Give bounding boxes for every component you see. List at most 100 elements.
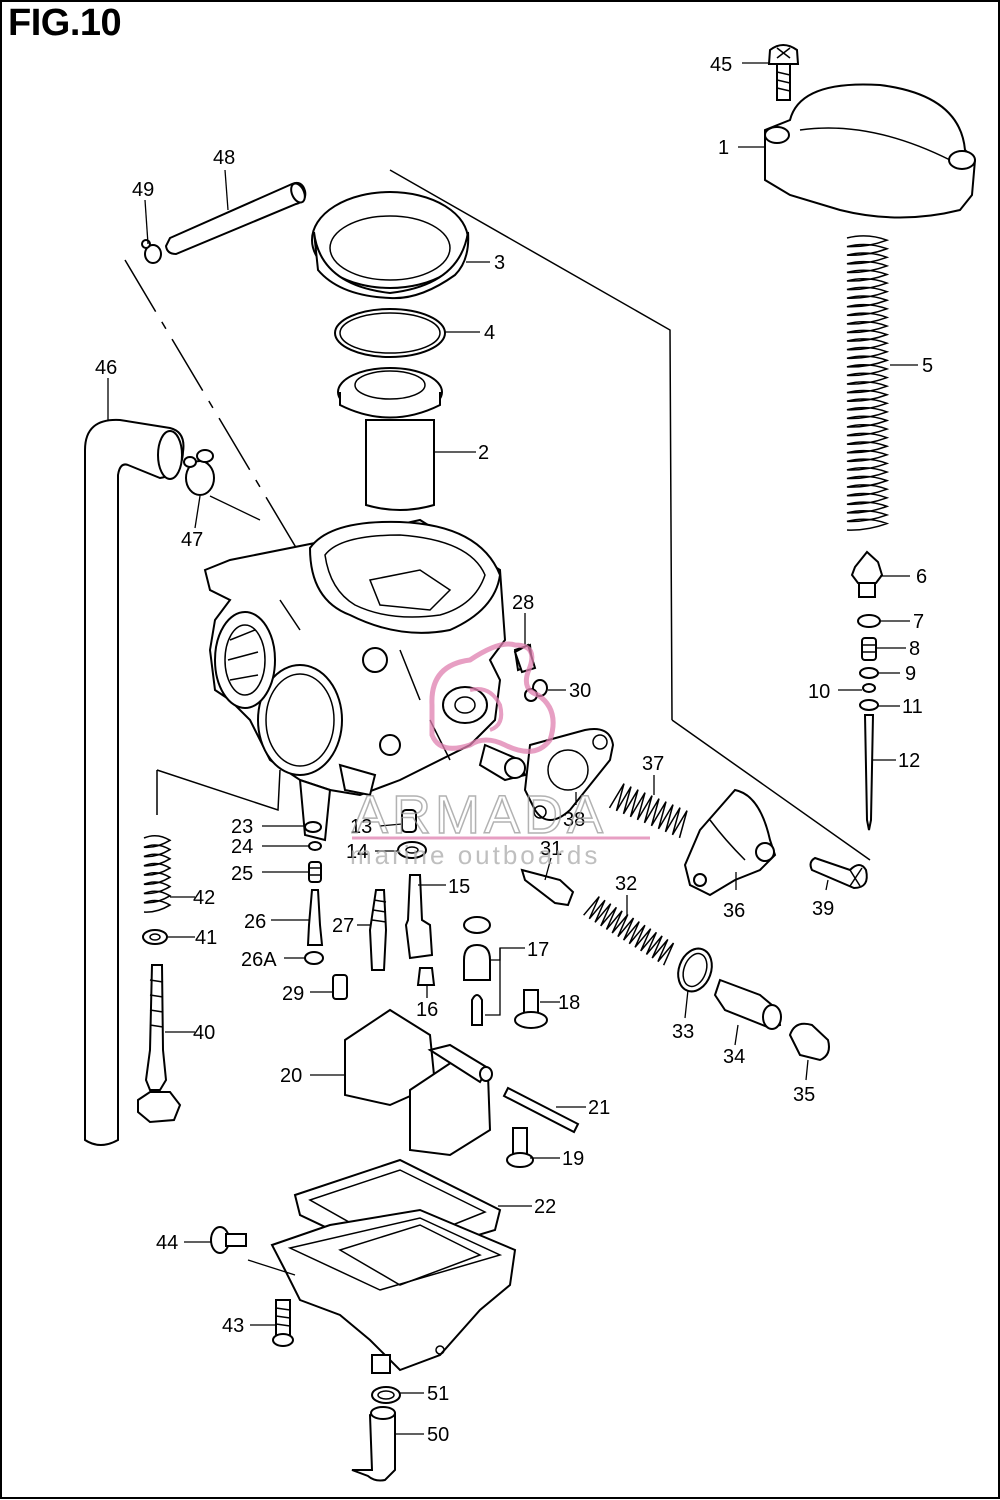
part-41-washer bbox=[142, 929, 168, 945]
callout-15: 15 bbox=[448, 876, 470, 898]
callout-4: 4 bbox=[484, 322, 495, 344]
callout-38: 38 bbox=[563, 809, 585, 831]
callout-36: 36 bbox=[723, 900, 745, 922]
callout-40: 40 bbox=[193, 1022, 215, 1044]
callout-1: 1 bbox=[718, 137, 729, 159]
callout-28: 28 bbox=[512, 592, 534, 614]
parts-23-25 bbox=[304, 821, 322, 883]
callout-27: 27 bbox=[332, 915, 354, 937]
part-4-o-ring bbox=[334, 308, 446, 358]
part-47-clip bbox=[183, 449, 215, 496]
callout-26a: 26A bbox=[241, 949, 277, 971]
part-35-cap bbox=[788, 1022, 830, 1062]
part-31-screw bbox=[520, 868, 575, 907]
callout-31: 31 bbox=[540, 838, 562, 860]
callout-11: 11 bbox=[902, 696, 923, 718]
callout-34: 34 bbox=[723, 1046, 745, 1068]
callout-14: 14 bbox=[346, 841, 368, 863]
callout-48: 48 bbox=[213, 147, 235, 169]
watermark-logo bbox=[429, 641, 556, 754]
callout-24: 24 bbox=[231, 836, 253, 858]
callout-17: 17 bbox=[527, 939, 549, 961]
part-39-screw bbox=[809, 856, 868, 890]
part-3-diaphragm bbox=[311, 191, 470, 300]
part-50-hose bbox=[351, 1406, 396, 1482]
callout-5: 5 bbox=[922, 355, 933, 377]
part-44-screw bbox=[210, 1226, 247, 1254]
callout-8: 8 bbox=[909, 638, 920, 660]
callout-37: 37 bbox=[642, 753, 664, 775]
callout-25: 25 bbox=[231, 863, 253, 885]
callout-35: 35 bbox=[793, 1084, 815, 1106]
callout-29: 29 bbox=[282, 983, 304, 1005]
part-21-pin bbox=[502, 1086, 580, 1134]
part-26-pilot-screw bbox=[304, 889, 324, 965]
part-38-gasket bbox=[523, 728, 615, 821]
watermark-tagline: marine outboards bbox=[350, 840, 600, 870]
part-1-top-cap bbox=[764, 83, 977, 219]
callout-labels: 45 1 3 4 2 5 6 7 8 9 10 11 12 48 49 46 4… bbox=[95, 54, 933, 1446]
figure-title: FIG.10 bbox=[8, 2, 122, 44]
callout-51: 51 bbox=[427, 1383, 449, 1405]
callout-23: 23 bbox=[231, 816, 253, 838]
part-13-plug bbox=[401, 809, 417, 833]
part-20-float bbox=[344, 1008, 493, 1157]
callout-13: 13 bbox=[350, 816, 372, 838]
callout-12: 12 bbox=[898, 750, 920, 772]
part-43-screw bbox=[272, 1299, 294, 1347]
part-34-plunger bbox=[713, 978, 782, 1030]
part-2-piston-valve bbox=[337, 367, 443, 511]
float-chamber-bowl bbox=[270, 1208, 517, 1374]
callout-46: 46 bbox=[95, 357, 117, 379]
callout-18: 18 bbox=[558, 992, 580, 1014]
part-5-spring bbox=[846, 235, 890, 531]
part-27-jet bbox=[368, 889, 388, 971]
callout-26: 26 bbox=[244, 911, 266, 933]
callout-3: 3 bbox=[494, 252, 505, 274]
part-12-jet-needle bbox=[863, 714, 875, 831]
part-46-hose bbox=[84, 418, 185, 1146]
callout-22: 22 bbox=[534, 1196, 556, 1218]
callout-20: 20 bbox=[280, 1065, 302, 1087]
callout-2: 2 bbox=[478, 442, 489, 464]
callout-21: 21 bbox=[588, 1097, 610, 1119]
callout-50: 50 bbox=[427, 1424, 449, 1446]
watermark-brand: ARMADA bbox=[352, 785, 607, 845]
guide-lines bbox=[124, 169, 871, 861]
part-40-adjuster bbox=[137, 964, 182, 1124]
part-15-jet-holder bbox=[404, 874, 434, 960]
part-33-o-ring bbox=[677, 947, 713, 993]
part-49-clip bbox=[141, 239, 162, 264]
callout-39: 39 bbox=[812, 898, 834, 920]
part-6-needle-holder bbox=[850, 550, 884, 598]
part-48-tube bbox=[164, 181, 307, 256]
callout-47: 47 bbox=[181, 529, 203, 551]
part-17-float-valve bbox=[463, 916, 491, 1026]
parts-7-11-rings bbox=[857, 614, 881, 711]
part-14-washer bbox=[397, 841, 427, 859]
callout-19: 19 bbox=[562, 1148, 584, 1170]
callout-49: 49 bbox=[132, 179, 154, 201]
callout-42: 42 bbox=[193, 887, 215, 909]
part-45-screw bbox=[767, 44, 800, 101]
leader-lines bbox=[107, 62, 918, 1435]
part-36-cover bbox=[683, 788, 777, 897]
callout-45: 45 bbox=[710, 54, 732, 76]
part-42-spring bbox=[143, 834, 172, 913]
part-16-jet bbox=[416, 967, 436, 986]
callout-16: 16 bbox=[416, 999, 438, 1021]
callout-30: 30 bbox=[569, 680, 591, 702]
callout-43: 43 bbox=[222, 1315, 244, 1337]
part-32-spring bbox=[583, 896, 675, 966]
callout-32: 32 bbox=[615, 873, 637, 895]
armada-watermark: ARMADA marine outboards bbox=[350, 641, 650, 870]
callout-6: 6 bbox=[916, 566, 927, 588]
callout-33: 33 bbox=[672, 1021, 694, 1043]
part-51-clip bbox=[371, 1386, 401, 1404]
part-37-spring bbox=[608, 783, 688, 839]
part-18-screw bbox=[514, 989, 548, 1029]
callout-44: 44 bbox=[156, 1232, 178, 1254]
